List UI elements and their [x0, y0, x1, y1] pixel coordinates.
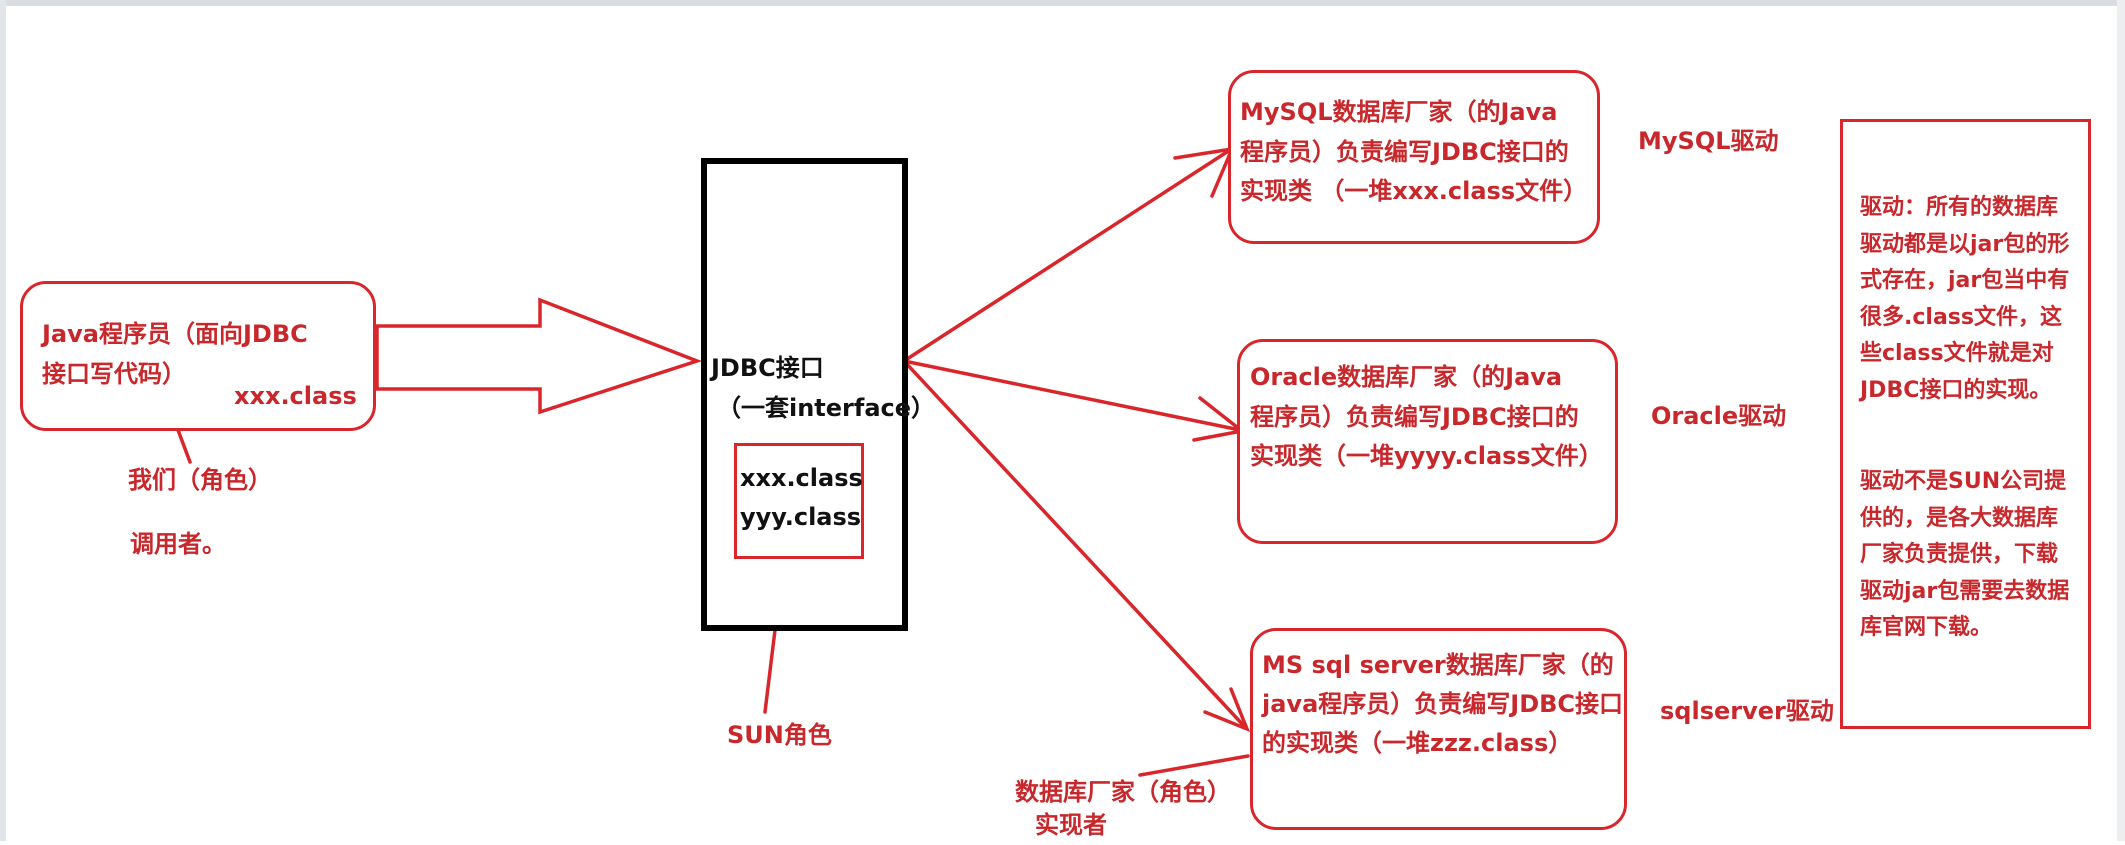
oracle-line-3: 实现类（一堆yyyy.class文件）	[1250, 442, 1603, 470]
vendor-role-label: 数据库厂家（角色）	[1015, 778, 1231, 806]
mssql-line-2: java程序员）负责编写JDBC接口	[1262, 690, 1624, 718]
pointer-sun	[763, 628, 777, 714]
window-frame-right	[2117, 0, 2125, 841]
mysql-driver-label: MySQL驱动	[1638, 127, 1779, 155]
jdbc-interface-title: JDBC接口	[711, 354, 824, 382]
note-line: JDBC接口的实现。	[1860, 377, 2052, 403]
note-line: 驱动jar包需要去数据	[1860, 578, 2070, 604]
programmer-class-label: xxx.class	[234, 382, 357, 410]
caller-label: 调用者。	[130, 530, 226, 558]
sqlserver-driver-label: sqlserver驱动	[1660, 697, 1834, 725]
note-line: 供的，是各大数据库	[1860, 505, 2059, 531]
mssql-vendor-box	[1250, 628, 1627, 830]
note-line: 驱动不是SUN公司提	[1860, 469, 2067, 494]
programmer-line-2: 接口写代码）	[42, 360, 186, 388]
pointer-us	[176, 428, 192, 464]
block-arrow	[375, 297, 703, 415]
oracle-line-1: Oracle数据库厂家（的Java	[1250, 363, 1563, 391]
window-frame-left	[0, 0, 6, 841]
programmer-box	[20, 281, 376, 431]
note-line: 些class文件就是对	[1860, 341, 2054, 366]
mysql-line-2: 程序员）负责编写JDBC接口的	[1240, 138, 1569, 166]
driver-note-para-2: 驱动不是SUN公司提 供的，是各大数据库 厂家负责提供，下载 驱动jar包需要去…	[1860, 464, 2069, 647]
note-line: 库官网下载。	[1860, 615, 1993, 640]
driver-note-box	[1840, 119, 2091, 729]
note-line: 驱动：所有的数据库	[1860, 195, 2059, 220]
programmer-line-1: Java程序员（面向JDBC	[42, 320, 308, 348]
oracle-vendor-box	[1237, 339, 1618, 544]
arrow-to-oracle	[902, 359, 1242, 432]
pointer-vendor	[1138, 754, 1250, 777]
arrow-to-mssql	[902, 359, 1247, 729]
window-frame-top	[0, 0, 2125, 6]
note-line: 厂家负责提供，下载	[1860, 542, 2059, 567]
class-files-box	[734, 443, 864, 559]
sun-role-label: SUN角色	[727, 721, 832, 749]
note-line: 驱动都是以jar包的形	[1860, 231, 2070, 257]
arrowhead-mssql	[1203, 687, 1251, 733]
mysql-line-3: 实现类 （一堆xxx.class文件）	[1240, 177, 1588, 205]
mysql-line-1: MySQL数据库厂家（的Java	[1240, 98, 1558, 126]
driver-note-para-1: 驱动：所有的数据库 驱动都是以jar包的形 式存在，jar包当中有 很多.cla…	[1860, 190, 2069, 409]
jdbc-interface-subtitle: （一套interface）	[717, 394, 936, 422]
note-line: 式存在，jar包当中有	[1860, 268, 2070, 293]
arrowhead-oracle	[1192, 396, 1247, 442]
class-file-yyy: yyy.class	[740, 503, 862, 531]
note-line: 很多.class文件，这	[1860, 304, 2062, 330]
mysql-vendor-box	[1228, 70, 1600, 244]
oracle-line-2: 程序员）负责编写JDBC接口的	[1250, 403, 1579, 431]
class-file-xxx: xxx.class	[740, 464, 863, 492]
mssql-line-1: MS sql server数据库厂家（的	[1262, 651, 1614, 679]
arrow-to-mysql	[902, 148, 1232, 363]
oracle-driver-label: Oracle驱动	[1651, 402, 1787, 430]
implementer-label: 实现者	[1035, 811, 1107, 839]
role-us-label: 我们（角色）	[128, 466, 272, 494]
mssql-line-3: 的实现类（一堆zzz.class）	[1262, 729, 1573, 757]
